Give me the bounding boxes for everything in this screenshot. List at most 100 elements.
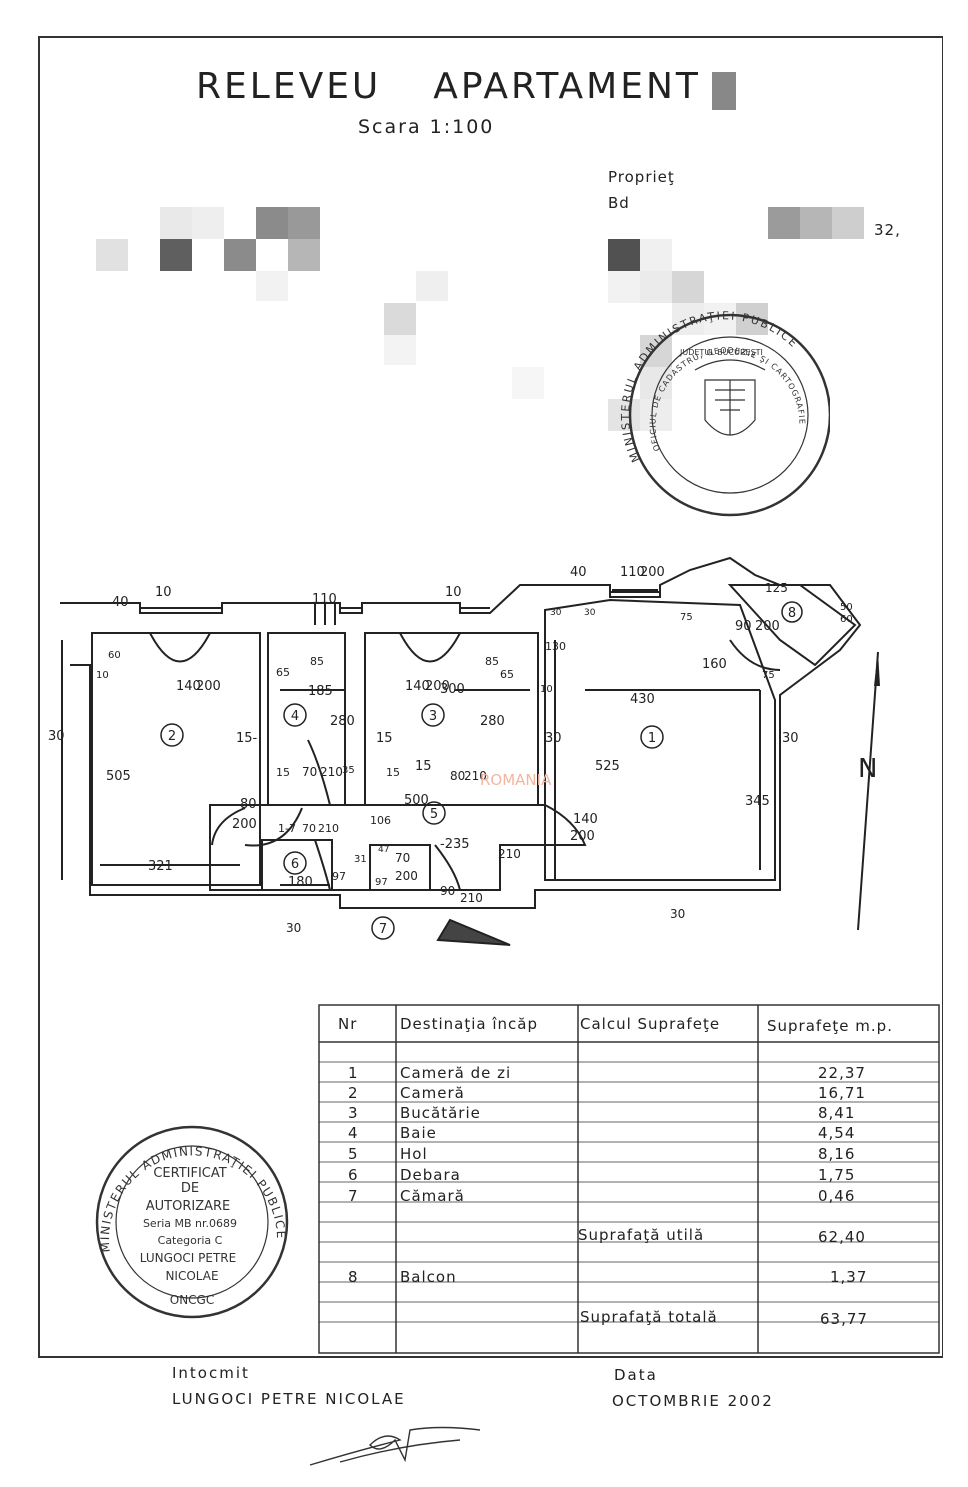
dim-label: 110 [620,565,645,580]
dim-label: 140 [405,679,430,694]
dim-label: 75 [762,670,775,681]
table-row-nr: 1 [348,1064,359,1082]
table-row-name: Hol [400,1145,428,1163]
room-number-label: 7 [379,922,387,937]
dim-label: 345 [745,794,770,809]
dim-label: 70 [302,822,316,835]
dim-label: 30 [782,731,799,746]
room-number-label: 2 [168,729,176,744]
dim-label: 15 [386,766,400,779]
dim-label: 50 [840,602,853,613]
dim-label: 15 [415,759,432,774]
owner-label: Proprieţ [608,168,675,186]
table-row-name: Bucătărie [400,1104,481,1122]
dim-label: 85 [310,655,324,668]
dim-label: 210 [498,847,521,861]
dim-label: 30 [545,731,562,746]
table-row-area: 8,41 [818,1104,856,1122]
dim-label: 65 [276,666,290,679]
stamp-line: LUNGOCI PETRE [140,1251,236,1265]
stamp-top-text: JUDEŢUL BUCUREŞTI [679,348,763,357]
stamp-line: NICOLAE [165,1269,218,1283]
dim-label: 30 [670,907,685,921]
owner-address-label: Bd [608,194,630,212]
stamp-line: ONCGC [170,1293,214,1307]
dim-label: 106 [370,814,391,827]
dim-label: 10 [155,585,172,600]
dim-label: 210 [320,765,343,779]
areas-table-grid [318,1004,940,1354]
table-row-name: Cameră [400,1084,465,1102]
table-row-area: 0,46 [818,1187,856,1205]
table-row-nr: 3 [348,1104,359,1122]
dim-label: 180 [288,875,313,890]
redaction-mosaic [96,207,864,431]
dim-label: 210 [464,769,487,783]
dim-label: 15- [236,731,258,746]
table-row-nr: 7 [348,1187,359,1205]
balcony-area: 1,37 [830,1268,868,1286]
dim-label: 185 [308,684,333,699]
dim-label: 10 [540,684,553,695]
table-header-calculation: Calcul Suprafeţe [580,1015,721,1033]
dim-label: 70 [395,851,410,865]
title-word-apartament: APARTAMENT [433,66,701,107]
table-row-name: Cameră de zi [400,1064,512,1082]
dim-label: 300 [440,682,465,697]
balcony-nr: 8 [348,1268,359,1286]
room-number-label: 4 [291,709,299,724]
dim-label: 90 [735,619,752,634]
dim-label: 280 [330,714,355,729]
dim-label: 500 [404,793,429,808]
coat-of-arms-icon [694,359,766,436]
svg-text:MINISTERUL ADMINISTRAŢIEI PUBL: MINISTERUL ADMINISTRAŢIEI PUBLICE [620,309,801,464]
table-row-area: 22,37 [818,1064,866,1082]
dim-label: 321 [148,859,173,874]
dim-label: 125 [765,581,788,595]
dim-label: 30 [286,921,301,935]
dim-label: 70 [302,765,317,779]
dim-label: 40 [570,565,587,580]
owner-address-number: 32, [874,221,901,239]
dim-label: 160 [702,657,727,672]
table-header-destination: Destinaţia încăp [400,1015,538,1033]
total-surface-value: 63,77 [820,1310,868,1328]
dim-label: 30 [550,608,562,618]
total-surface-label: Suprafaţă totală [580,1308,718,1326]
dim-label: 65 [500,668,514,681]
room-number-label: 1 [648,731,656,746]
north-arrow-icon [857,651,880,931]
stamp-line: Seria MB nr.0689 [143,1217,237,1230]
useful-surface-value: 62,40 [818,1228,866,1246]
dim-label: 30 [48,729,65,744]
stamp-line: CERTIFICAT [153,1166,226,1181]
dim-label: 30 [584,608,596,618]
signature-image [309,1426,481,1466]
dim-label: 15 [376,731,393,746]
dim-label: 430 [630,692,655,707]
dim-label: 85 [485,655,499,668]
dim-label: 80 [240,797,257,812]
dim-label: 200 [232,817,257,832]
table-row-nr: 5 [348,1145,359,1163]
date-value: OCTOMBRIE 2002 [612,1392,774,1410]
dim-label: 97 [332,870,346,883]
table-row-area: 1,75 [818,1166,856,1184]
redaction-block [712,72,736,110]
room-number-label: 5 [430,807,438,822]
dim-label: 110 [312,592,337,607]
dim-label: 200 [196,679,221,694]
stamp-line: AUTORIZARE [146,1199,231,1214]
north-label: N [858,754,878,784]
dim-label: 200 [570,829,595,844]
table-row-area: 4,54 [818,1124,856,1142]
date-label: Data [614,1366,658,1384]
room-number-label: 6 [291,857,299,872]
stamp-line: DE [181,1181,199,1196]
authorization-stamp: MINISTERUL ADMINISTRAŢIEI PUBLICE CERTIF… [95,1125,289,1319]
dim-label: 30 [48,739,50,741]
watermark-text: ROMANIA [480,771,552,789]
table-header-surface: Suprafeţe m.p. [767,1017,893,1035]
dim-label: 15 [276,766,290,779]
